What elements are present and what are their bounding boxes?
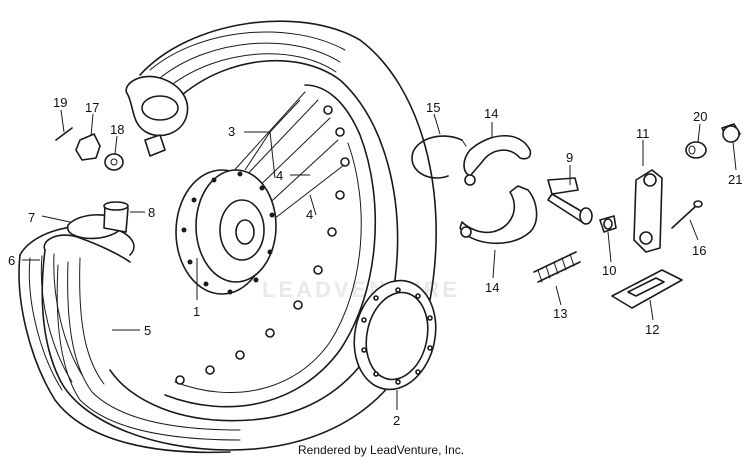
bolt xyxy=(671,200,703,229)
axle-washer xyxy=(104,153,124,171)
callout-4-a: 4 xyxy=(276,168,283,183)
callout-labels: 1 2 3 4 4 5 6 7 8 9 10 11 12 13 14 14 15… xyxy=(8,95,742,428)
callout-1: 1 xyxy=(193,304,200,319)
cotter-pin xyxy=(55,127,73,141)
callout-14-b: 14 xyxy=(485,280,499,295)
cap-nut-21 xyxy=(721,123,741,143)
callout-9: 9 xyxy=(566,150,573,165)
brake-spring xyxy=(533,251,581,283)
washer xyxy=(599,215,617,233)
brake-shoe-lower xyxy=(459,185,538,245)
wheel-hub xyxy=(175,169,277,295)
callout-3: 3 xyxy=(228,124,235,139)
leader-lines xyxy=(22,99,737,410)
callout-2: 2 xyxy=(393,413,400,428)
callout-8: 8 xyxy=(148,205,155,220)
callout-10: 10 xyxy=(602,263,616,278)
valve-stem xyxy=(103,201,129,233)
brake-panel xyxy=(353,279,437,391)
brake-indicator-plate xyxy=(611,269,683,309)
tire xyxy=(41,20,437,451)
brake-panel-holes xyxy=(361,287,433,385)
hub-flange-holes xyxy=(181,171,275,295)
wheel-rim xyxy=(164,84,377,408)
callout-4-b: 4 xyxy=(306,207,313,222)
callout-15: 15 xyxy=(426,100,440,115)
callout-16: 16 xyxy=(692,243,706,258)
axle-nut xyxy=(75,133,101,161)
callout-13: 13 xyxy=(553,306,567,321)
callout-17: 17 xyxy=(85,100,99,115)
callout-6: 6 xyxy=(8,253,15,268)
nut-20 xyxy=(685,141,707,159)
inner-tube xyxy=(18,225,231,454)
callout-11: 11 xyxy=(636,126,650,141)
callout-20: 20 xyxy=(693,109,707,124)
brake-shoe-upper xyxy=(463,135,532,186)
brake-spring-clip xyxy=(411,135,467,179)
tire-cross-section xyxy=(125,75,189,157)
callout-5: 5 xyxy=(144,323,151,338)
brake-arm xyxy=(633,169,663,253)
callout-14-a: 14 xyxy=(484,106,498,121)
callout-21: 21 xyxy=(728,172,742,187)
callout-19: 19 xyxy=(53,95,67,110)
rim-spoke-holes xyxy=(175,105,350,385)
callout-18: 18 xyxy=(110,122,124,137)
callout-12: 12 xyxy=(645,322,659,337)
render-credit: Rendered by LeadVenture, Inc. xyxy=(298,443,464,457)
callout-7: 7 xyxy=(28,210,35,225)
